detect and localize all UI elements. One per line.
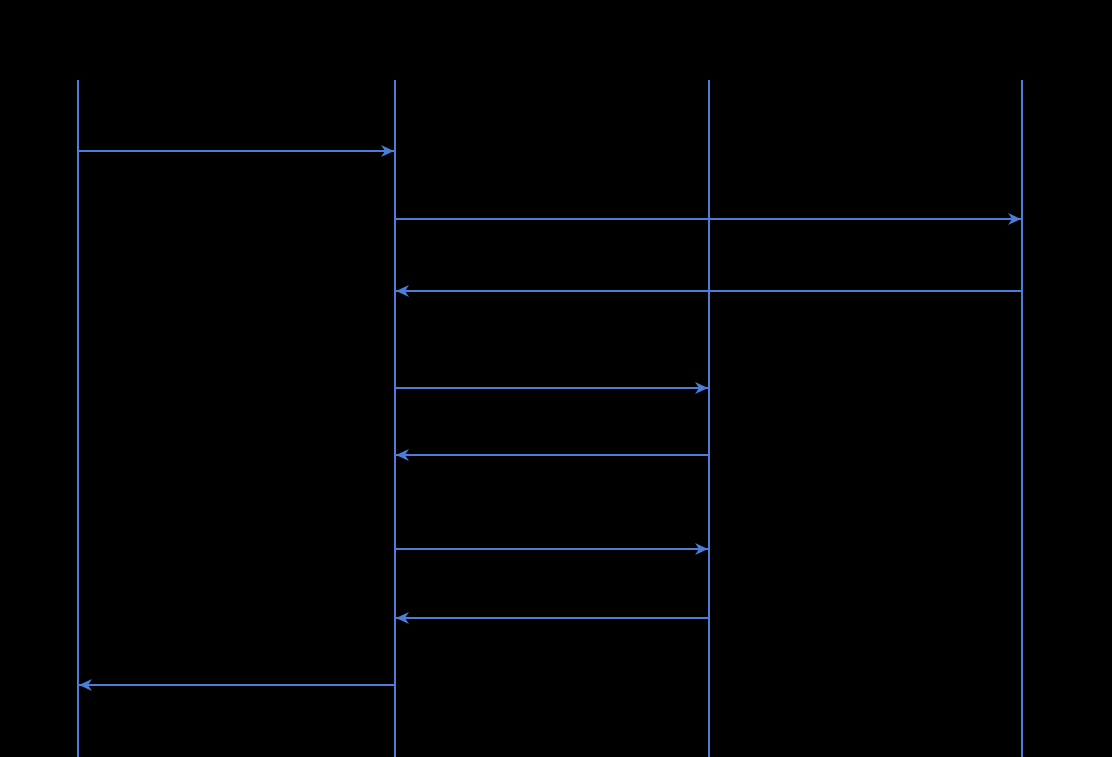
messages-group — [78, 145, 1022, 691]
lifelines-group — [77, 80, 1023, 757]
